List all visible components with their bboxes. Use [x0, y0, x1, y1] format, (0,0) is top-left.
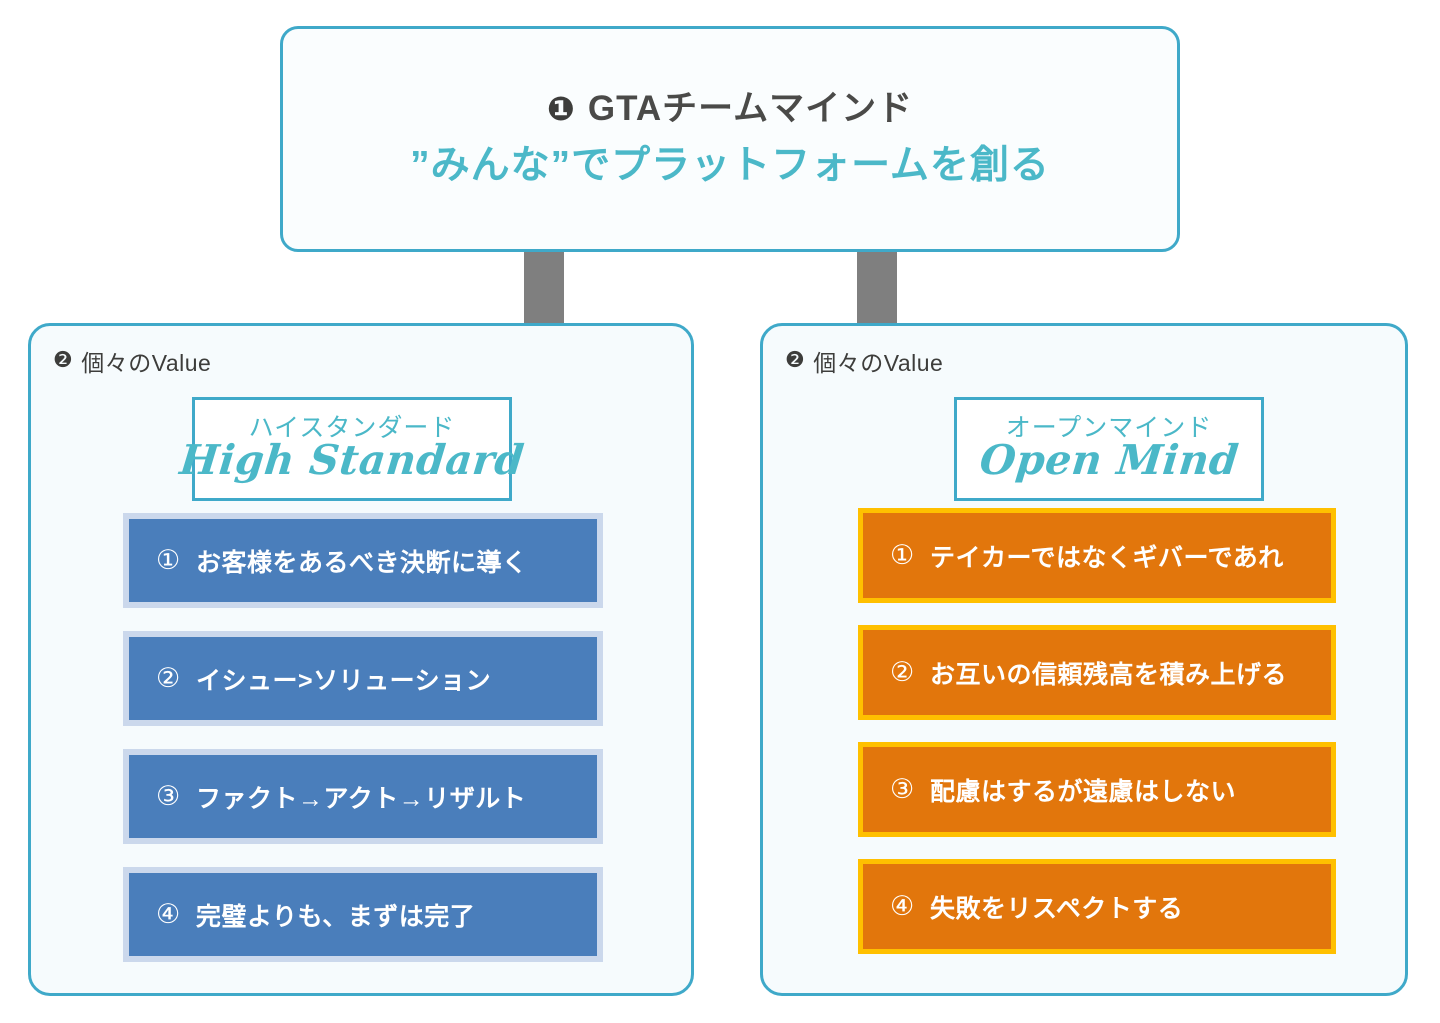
value-item[interactable]: ③ ファクト→アクト→リザルト [123, 749, 603, 844]
value-item-label: お客様をあるべき決断に導く [196, 548, 528, 577]
value-item[interactable]: ③ 配慮はするが遠慮はしない [858, 742, 1336, 837]
value-item[interactable]: ② イシュー>ソリューション [123, 631, 603, 726]
value-panel-open-mind: ❷ 個々のValue オープンマインド Open Mind ① テイカーではなく… [760, 323, 1408, 996]
value-item-number: ③ [156, 781, 181, 812]
panel-heading-open-mind: ❷ 個々のValue [785, 344, 943, 378]
value-item[interactable]: ① テイカーではなくギバーであれ [858, 508, 1336, 603]
value-item-label: イシュー>ソリューション [196, 666, 492, 695]
number-one-bullet-icon: ❶ [546, 89, 576, 129]
team-mind-subtitle: ”みんな”でプラットフォームを創る [410, 143, 1050, 187]
value-item-list-high-standard: ① お客様をあるべき決断に導く ② イシュー>ソリューション ③ ファクト→アク… [123, 513, 603, 962]
number-two-bullet-icon: ❷ [785, 348, 806, 373]
value-item-number: ④ [156, 899, 181, 930]
connector-bar-left [524, 252, 564, 327]
value-item[interactable]: ① お客様をあるべき決断に導く [123, 513, 603, 608]
brand-label-english: High Standard [177, 435, 527, 484]
value-item-number: ① [156, 545, 181, 576]
number-two-bullet-icon: ❷ [53, 348, 74, 373]
value-item-label: 完璧よりも、まずは完了 [196, 902, 476, 931]
value-item-number: ② [890, 657, 915, 688]
value-item[interactable]: ④ 完璧よりも、まずは完了 [123, 867, 603, 962]
brand-label-japanese: オープンマインド [1005, 413, 1213, 442]
panel-heading-label: 個々のValue [813, 350, 944, 376]
value-item-label: テイカーではなくギバーであれ [930, 543, 1284, 572]
brand-label-japanese: ハイスタンダード [248, 413, 456, 442]
value-item-label: ファクト→アクト→リザルト [196, 784, 527, 813]
brand-label-open-mind: オープンマインド Open Mind [954, 397, 1264, 501]
team-mind-box: ❶ GTAチームマインド ”みんな”でプラットフォームを創る [280, 26, 1180, 252]
team-mind-title: GTAチームマインド [587, 88, 914, 128]
brand-label-high-standard: ハイスタンダード High Standard [178, 397, 527, 501]
brand-label-english: Open Mind [977, 435, 1241, 484]
team-mind-heading: ❶ GTAチームマインド [547, 87, 913, 131]
connector-bar-right [857, 252, 897, 327]
value-item-label: お互いの信頼残高を積み上げる [930, 660, 1288, 689]
value-item[interactable]: ② お互いの信頼残高を積み上げる [858, 625, 1336, 720]
panel-heading-label: 個々のValue [81, 350, 212, 376]
value-item-label: 失敗をリスペクトする [930, 894, 1184, 923]
value-item-number: ① [890, 540, 915, 571]
value-item[interactable]: ④ 失敗をリスペクトする [858, 859, 1336, 954]
value-item-label: 配慮はするが遠慮はしない [930, 777, 1237, 806]
value-item-list-open-mind: ① テイカーではなくギバーであれ ② お互いの信頼残高を積み上げる ③ 配慮はす… [858, 508, 1336, 954]
value-item-number: ③ [890, 774, 915, 805]
panel-heading-high-standard: ❷ 個々のValue [53, 344, 211, 378]
value-item-number: ④ [890, 891, 915, 922]
value-panel-high-standard: ❷ 個々のValue ハイスタンダード High Standard ① お客様を… [28, 323, 694, 996]
value-item-number: ② [156, 663, 181, 694]
